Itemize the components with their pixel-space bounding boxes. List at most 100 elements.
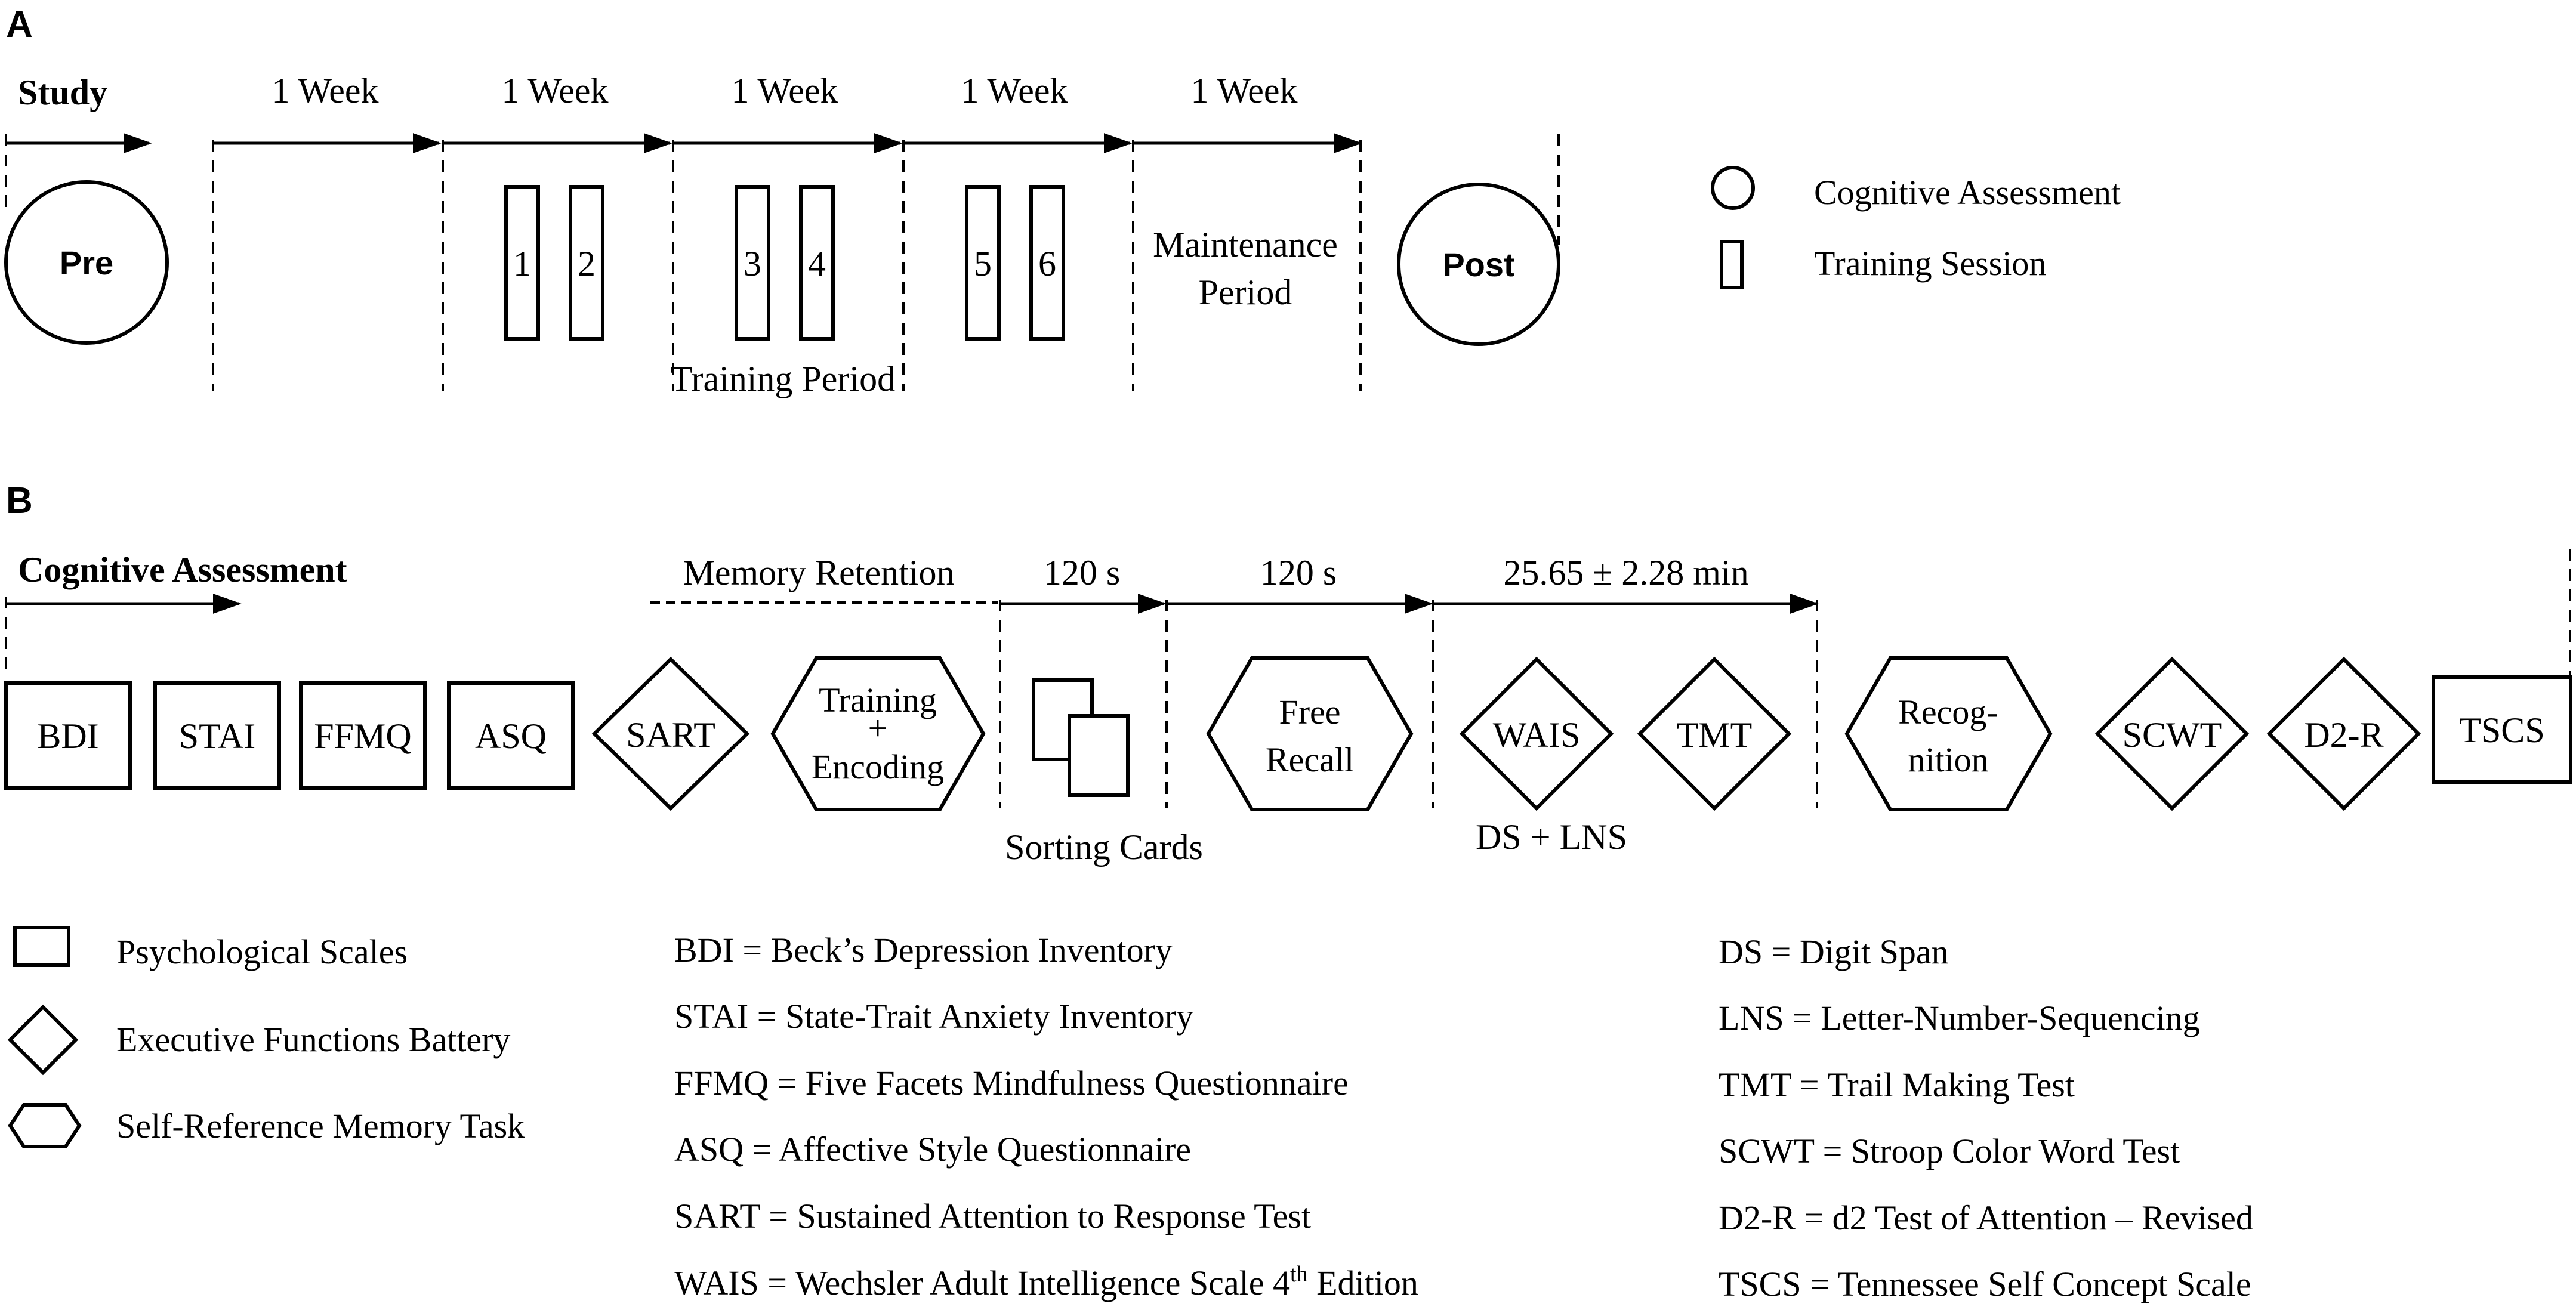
session-rect-4 bbox=[799, 185, 835, 341]
tmt-diamond bbox=[1637, 656, 1792, 811]
card-front bbox=[1068, 714, 1130, 797]
training-period-label: Training Period bbox=[671, 359, 895, 398]
panel-b-separators bbox=[5, 549, 2571, 808]
bdi-label: BDI bbox=[37, 716, 98, 756]
sart-label: SART bbox=[626, 715, 715, 755]
training-encoding-hexagon bbox=[770, 656, 986, 811]
abbrev-wais-suffix: Edition bbox=[1308, 1263, 1418, 1302]
training-encoding-line1: Training bbox=[819, 681, 937, 719]
wais-diamond bbox=[1459, 656, 1614, 811]
stai-label: STAI bbox=[179, 716, 256, 756]
free-recall-hexagon bbox=[1206, 656, 1414, 811]
week-label-1: 1 Week bbox=[272, 71, 378, 110]
recognition-line1: Recog- bbox=[1898, 693, 1998, 731]
session-rect-6 bbox=[1029, 185, 1065, 341]
sart-diamond bbox=[591, 656, 750, 811]
panel-b-label: B bbox=[6, 480, 33, 521]
free-recall-line1: Free bbox=[1279, 693, 1340, 731]
pre-label: Pre bbox=[60, 244, 113, 282]
maintenance-label-line2: Period bbox=[1199, 273, 1292, 312]
post-label: Post bbox=[1442, 246, 1514, 283]
ffmq-box bbox=[299, 681, 427, 790]
legend-cognitive-assessment: Cognitive Assessment bbox=[1814, 173, 2121, 212]
abbrev-sart: SART = Sustained Attention to Response T… bbox=[674, 1197, 1311, 1235]
post-assessment-circle bbox=[1397, 183, 1560, 346]
abbrev-asq: ASQ = Affective Style Questionnaire bbox=[674, 1130, 1191, 1169]
legend-rect-icon bbox=[1720, 240, 1744, 289]
study-header: Study bbox=[18, 73, 107, 112]
bdi-box bbox=[4, 681, 132, 790]
legend-self-reference: Self-Reference Memory Task bbox=[116, 1107, 525, 1145]
abbrev-lns: LNS = Letter-Number-Sequencing bbox=[1719, 999, 2200, 1037]
ffmq-label: FFMQ bbox=[314, 716, 411, 756]
psychological-scales-nodes bbox=[4, 675, 2572, 790]
stai-box bbox=[153, 681, 281, 790]
panel-b-timeline bbox=[6, 594, 1819, 614]
abbrev-wais: WAIS = Wechsler Adult Intelligence Scale… bbox=[674, 1262, 1418, 1302]
recognition-hexagon bbox=[1844, 656, 2053, 811]
abbrev-wais-sup: th bbox=[1290, 1262, 1308, 1287]
legend-training-session: Training Session bbox=[1814, 244, 2046, 283]
interval-label-2: 120 s bbox=[1260, 553, 1337, 592]
session-rect-3 bbox=[735, 185, 770, 341]
interval-label-1: 120 s bbox=[1044, 553, 1120, 592]
training-encoding-line2: + bbox=[868, 709, 888, 747]
sorting-cards-label: Sorting Cards bbox=[1005, 827, 1203, 867]
session-rect-2 bbox=[569, 185, 604, 341]
abbreviations-left: BDI = Beck’s Depression Inventory STAI =… bbox=[674, 931, 1418, 1302]
legend-circle-icon bbox=[1711, 166, 1755, 210]
session-number-2: 2 bbox=[578, 244, 596, 283]
panel-a-label: A bbox=[6, 4, 33, 45]
wais-label: WAIS bbox=[1493, 715, 1581, 755]
session-number-5: 5 bbox=[974, 244, 992, 283]
tmt-label: TMT bbox=[1677, 715, 1753, 755]
week-label-5: 1 Week bbox=[1190, 71, 1297, 110]
legend-hexagon-icon bbox=[8, 1103, 82, 1148]
legend-executive-functions: Executive Functions Battery bbox=[116, 1020, 510, 1059]
legend-diamond-icon bbox=[7, 1004, 79, 1076]
recognition-line2: nition bbox=[1908, 740, 1988, 779]
abbrev-stai: STAI = State-Trait Anxiety Inventory bbox=[674, 997, 1193, 1036]
asq-label: ASQ bbox=[475, 716, 547, 756]
panel-a-separators bbox=[5, 134, 1560, 391]
interval-label-3: 25.65 ± 2.28 min bbox=[1503, 553, 1748, 592]
memory-retention-label: Memory Retention bbox=[683, 553, 955, 592]
ds-lns-label: DS + LNS bbox=[1476, 817, 1627, 857]
abbrev-wais-main: WAIS = Wechsler Adult Intelligence Scale… bbox=[674, 1263, 1290, 1302]
abbrev-ffmq: FFMQ = Five Facets Mindfulness Questionn… bbox=[674, 1064, 1349, 1102]
session-number-6: 6 bbox=[1038, 244, 1056, 283]
session-rect-5 bbox=[965, 185, 1001, 341]
training-encoding-line3: Encoding bbox=[812, 747, 944, 786]
d2r-diamond bbox=[2266, 656, 2421, 811]
executive-functions-nodes bbox=[591, 656, 2421, 811]
abbrev-tmt: TMT = Trail Making Test bbox=[1719, 1065, 2075, 1104]
training-sessions bbox=[504, 185, 1065, 341]
abbrev-ds: DS = Digit Span bbox=[1719, 932, 1949, 971]
session-rect-1 bbox=[504, 185, 540, 341]
session-number-4: 4 bbox=[808, 244, 826, 283]
cognitive-assessment-header: Cognitive Assessment bbox=[18, 550, 347, 589]
scwt-diamond bbox=[2094, 656, 2250, 811]
session-number-1: 1 bbox=[513, 244, 531, 283]
abbrev-scwt: SCWT = Stroop Color Word Test bbox=[1719, 1132, 2180, 1170]
legend-square-icon bbox=[13, 926, 70, 967]
week-label-2: 1 Week bbox=[501, 71, 608, 110]
abbrev-bdi: BDI = Beck’s Depression Inventory bbox=[674, 931, 1173, 969]
self-reference-nodes bbox=[770, 656, 2053, 811]
free-recall-line2: Recall bbox=[1266, 740, 1354, 779]
session-number-3: 3 bbox=[744, 244, 761, 283]
sorting-cards-icon bbox=[1032, 678, 1130, 797]
legend-psychological-scales: Psychological Scales bbox=[116, 932, 408, 971]
week-label-4: 1 Week bbox=[961, 71, 1068, 110]
week-label-3: 1 Week bbox=[731, 71, 838, 110]
abbrev-d2r: D2-R = d2 Test of Attention – Revised bbox=[1719, 1198, 2253, 1237]
maintenance-label-line1: Maintenance bbox=[1153, 225, 1338, 264]
tscs-box bbox=[2432, 675, 2572, 784]
asq-box bbox=[447, 681, 575, 790]
scwt-label: SCWT bbox=[2122, 715, 2222, 755]
abbrev-tscs: TSCS = Tennessee Self Concept Scale bbox=[1719, 1265, 2251, 1303]
abbreviations-right: DS = Digit Span LNS = Letter-Number-Sequ… bbox=[1719, 932, 2253, 1303]
d2r-label: D2-R bbox=[2304, 715, 2383, 755]
